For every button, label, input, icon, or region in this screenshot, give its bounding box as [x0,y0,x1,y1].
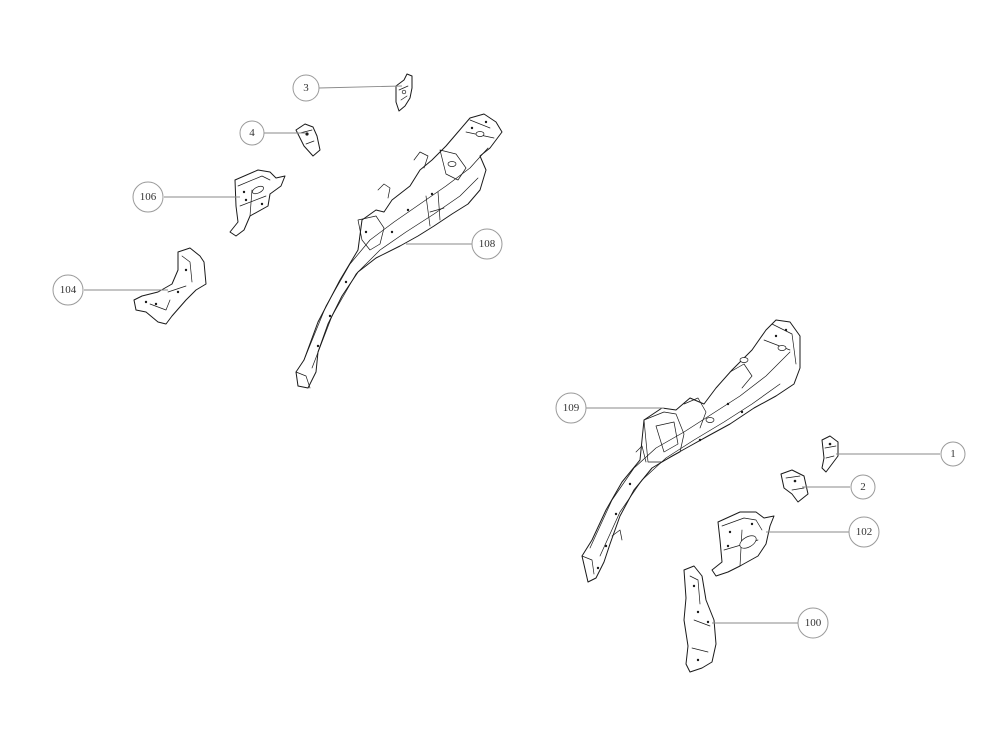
part-2[interactable] [780,469,809,503]
callout-104[interactable]: 104 [52,274,84,306]
leader-3 [318,85,403,89]
callout-109[interactable]: 109 [555,392,587,424]
callout-100[interactable]: 100 [797,607,829,639]
part-100[interactable] [683,565,717,673]
part-102[interactable] [711,511,775,577]
part-104[interactable] [133,247,207,325]
callout-3[interactable]: 3 [292,74,320,102]
callout-2-label: 2 [860,481,866,493]
callout-100-label: 100 [805,617,822,629]
callout-108[interactable]: 108 [471,228,503,260]
callout-3-label: 3 [303,82,309,94]
callout-108-label: 108 [479,238,496,250]
callout-106[interactable]: 106 [132,181,164,213]
callout-102[interactable]: 102 [848,516,880,548]
part-3[interactable] [395,73,413,112]
leader-lines [84,85,940,624]
part-109[interactable] [581,319,801,583]
callout-109-label: 109 [563,402,580,414]
callout-106-label: 106 [140,191,157,203]
callout-1[interactable]: 1 [940,441,966,467]
part-108[interactable] [295,113,503,389]
callout-4[interactable]: 4 [239,120,265,146]
part-106[interactable] [229,169,286,237]
part-1[interactable] [821,435,839,473]
callout-102-label: 102 [856,526,873,538]
callout-104-label: 104 [60,284,77,296]
part-4[interactable] [295,123,321,157]
callout-2[interactable]: 2 [850,474,876,500]
callout-1-label: 1 [950,448,956,460]
callout-4-label: 4 [249,127,255,139]
